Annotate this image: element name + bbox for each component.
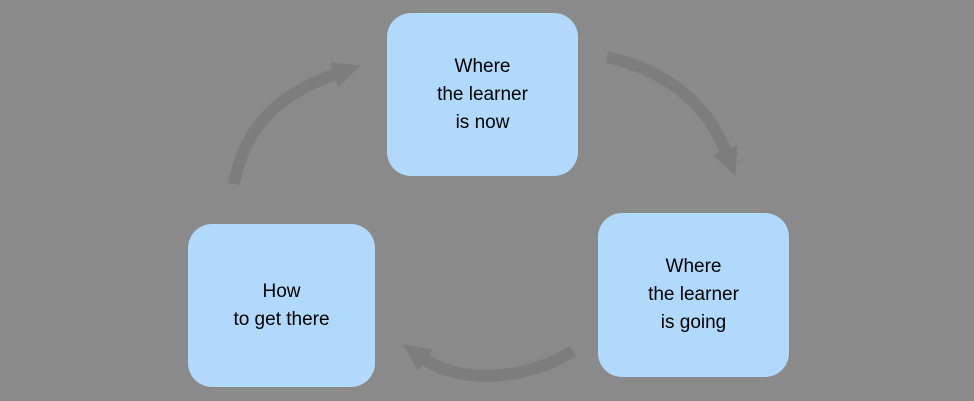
arrow-how-to-now-icon xyxy=(228,62,361,186)
arrow-now-to-going-icon xyxy=(605,51,738,177)
arrow-going-to-how-icon xyxy=(402,344,577,382)
node-where-learner-is-going: Where the learner is going xyxy=(598,213,789,377)
node-where-learner-is-now: Where the learner is now xyxy=(387,13,578,176)
node-how-to-get-there: How to get there xyxy=(188,224,375,387)
